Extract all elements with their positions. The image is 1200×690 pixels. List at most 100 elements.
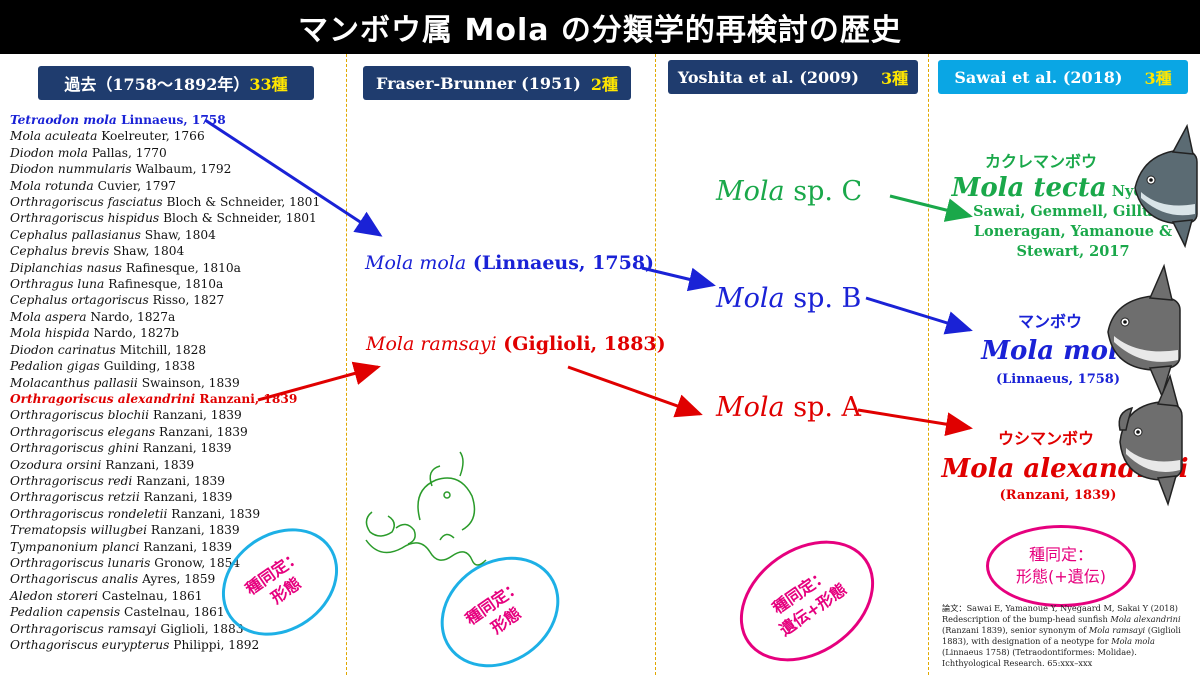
header-past: 過去（1758〜1892年）33種 xyxy=(38,66,314,100)
synonym-name: Diodon mola xyxy=(10,145,88,160)
synonym-row: Cephalus brevis Shaw, 1804 xyxy=(10,243,340,259)
synonym-author: Ranzani, 1839 xyxy=(171,506,261,521)
synonym-author: Ranzani, 1839 xyxy=(136,473,225,488)
synonym-row: Diodon mola Pallas, 1770 xyxy=(10,145,340,161)
synonym-name: Cephalus ortagoriscus xyxy=(10,293,149,308)
synonym-author: Cuvier, 1797 xyxy=(97,178,176,193)
synonym-row: Orthragoriscus hispidus Bloch & Schneide… xyxy=(10,210,340,226)
synonym-author: Swainson, 1839 xyxy=(141,375,240,390)
synonym-author: Linnaeus, 1758 xyxy=(121,113,226,127)
taxon-author: (Linnaeus, 1758) xyxy=(472,252,655,274)
synonym-name: Mola rotunda xyxy=(10,178,94,193)
synonym-name: Orthragoriscus alexandrini xyxy=(10,391,196,406)
header-yoshita-count: 3種 xyxy=(881,69,909,88)
synonym-author: Castelnau, 1861 xyxy=(101,588,203,603)
synonym-name: Mola aspera xyxy=(10,309,87,324)
synonym-row: Orthragoriscus blochii Ranzani, 1839 xyxy=(10,407,340,423)
title-bar: マンボウ属 Mola の分類学的再検討の歴史 xyxy=(0,0,1200,54)
header-fraser: Fraser-Brunner (1951) 2種 xyxy=(363,66,631,100)
synonym-name: Pedalion gigas xyxy=(10,359,100,374)
jp-name-tecta: カクレマンボウ xyxy=(985,152,1098,171)
taxon-name: Mola xyxy=(716,392,785,423)
synonym-name: Orthragoriscus ramsayi xyxy=(10,621,157,636)
header-fraser-label: Fraser-Brunner (1951) xyxy=(376,73,581,93)
taxon-name: Mola xyxy=(716,176,785,207)
synonym-name: Cephalus pallasianus xyxy=(10,227,141,242)
column-divider xyxy=(346,54,347,675)
synonym-row: Orthragoriscus fasciatus Bloch & Schneid… xyxy=(10,194,340,210)
header-past-label: 過去（1758〜1892年） xyxy=(64,75,250,94)
taxon-name: Mola mola xyxy=(365,252,467,274)
synonym-author: Nardo, 1827a xyxy=(90,309,176,324)
synonym-row: Orthragoriscus ghini Ranzani, 1839 xyxy=(10,440,340,456)
taxon-name: Mola xyxy=(716,283,785,314)
oval-line: 種同定： xyxy=(1028,545,1093,564)
synonym-row: Orthragoriscus retzii Ranzani, 1839 xyxy=(10,489,340,505)
synonym-author: Nardo, 1827b xyxy=(93,326,179,341)
sawai-mola-mola: Mola mola xyxy=(981,336,1135,366)
header-fraser-count: 2種 xyxy=(590,75,618,94)
arrow-ramsayi-to-spa xyxy=(567,365,703,418)
synonym-row: Mola hispida Nardo, 1827b xyxy=(10,325,340,341)
synonym-row: Tympanonium planci Ranzani, 1839 xyxy=(10,539,340,555)
synonym-row: Orthragoriscus elegans Ranzani, 1839 xyxy=(10,424,340,440)
arrow-alexandrini-to-ramsayi xyxy=(257,361,381,402)
ref-italic: Mola ramsayi xyxy=(1088,625,1146,635)
synonym-name: Diodon nummularis xyxy=(10,162,132,177)
ref-text: (Ranzani 1839), senior synonym of xyxy=(942,625,1087,635)
synonym-author: Ranzani, 1839 xyxy=(152,408,242,423)
arrow-spa-to-alexandrini xyxy=(857,408,973,437)
synonym-author: Ranzani, 1839 xyxy=(150,523,240,538)
synonym-row: Mola aspera Nardo, 1827a xyxy=(10,309,340,325)
arrow-spc-to-tecta xyxy=(889,194,973,222)
synonym-row: Orthagoriscus analis Ayres, 1859 xyxy=(10,571,340,587)
header-yoshita: Yoshita et al. (2009)3種 xyxy=(668,60,918,94)
header-sawai-label: Sawai et al. (2018) xyxy=(954,67,1123,87)
synonym-row: Orthragoriscus lunaris Gronow, 1854 xyxy=(10,555,340,571)
yoshita-sp-c: Mola sp. C xyxy=(716,176,862,207)
synonym-row: Diplanchias nasus Rafinesque, 1810a xyxy=(10,260,340,276)
synonym-author: Giglioli, 1883 xyxy=(160,621,244,636)
synonym-row: Aledon storeri Castelnau, 1861 xyxy=(10,588,340,604)
synonym-name: Ozodura orsini xyxy=(10,457,102,472)
synonym-name: Diplanchias nasus xyxy=(10,260,122,275)
sunfish-mola-icon xyxy=(1107,263,1181,399)
taxon-name: Mola ramsayi xyxy=(366,333,497,355)
synonym-name: Orthragus luna xyxy=(10,277,105,292)
synonym-name: Orthragoriscus hispidus xyxy=(10,211,160,226)
synonym-author: Shaw, 1804 xyxy=(144,227,216,242)
synonym-author: Ranzani, 1839 xyxy=(158,424,248,439)
jp-name-mola: マンボウ xyxy=(1018,312,1083,331)
synonym-author: Walbaum, 1792 xyxy=(135,162,232,177)
synonym-row: Cephalus ortagoriscus Risso, 1827 xyxy=(10,292,340,308)
fraser-mola-mola: Mola mola (Linnaeus, 1758) xyxy=(365,252,654,274)
header-sawai-count: 3種 xyxy=(1144,69,1172,88)
synonym-name: Diodon carinatus xyxy=(10,342,116,357)
synonym-name: Mola aculeata xyxy=(10,129,98,144)
synonym-row: Mola aculeata Koelreuter, 1766 xyxy=(10,128,340,144)
synonym-author: Rafinesque, 1810a xyxy=(125,260,241,275)
id-method-oval-sawai: 種同定： 形態(+遺伝) xyxy=(986,525,1136,607)
synonym-name: Orthragoriscus redi xyxy=(10,473,133,488)
taxon-name: Mola tecta xyxy=(951,173,1107,203)
synonym-row: Orthragoriscus ramsayi Giglioli, 1883 xyxy=(10,621,340,637)
taxon-suffix: sp. A xyxy=(793,392,862,423)
synonym-name: Orthragoriscus retzii xyxy=(10,490,140,505)
synonym-author: Shaw, 1804 xyxy=(113,244,185,259)
column-divider xyxy=(655,54,656,675)
sawai-signature-icon xyxy=(365,451,487,566)
synonym-row: Orthragus luna Rafinesque, 1810a xyxy=(10,276,340,292)
synonym-row: Ozodura orsini Ranzani, 1839 xyxy=(10,457,340,473)
synonym-name: Orthragoriscus lunaris xyxy=(10,555,151,570)
synonym-row: Pedalion gigas Guilding, 1838 xyxy=(10,358,340,374)
ref-italic: Mola mola xyxy=(1111,636,1155,646)
taxon-suffix: sp. B xyxy=(793,283,862,314)
synonym-author: Ranzani, 1839 xyxy=(142,441,232,456)
arrow-mola-to-spb xyxy=(641,266,716,292)
synonym-name: Orthagoriscus eurypterus xyxy=(10,638,170,652)
ref-text: 論文：Sawai E, Yamanoue Y, Nyegaard M, Saka… xyxy=(942,603,1178,624)
synonym-row: Orthagoriscus eurypterus Philippi, 1892 xyxy=(10,637,340,653)
ref-text: (Giglioli 1883), with designation of a n… xyxy=(942,625,1181,646)
oval-line: 形態(+遺伝) xyxy=(1016,567,1106,586)
synonym-name: Orthragoriscus ghini xyxy=(10,441,139,456)
